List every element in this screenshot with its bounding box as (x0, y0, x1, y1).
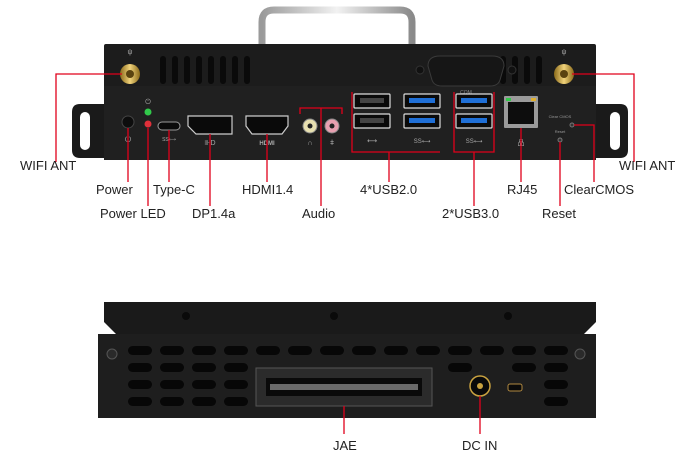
rear-panel (98, 302, 596, 418)
type-c-port[interactable] (157, 121, 181, 131)
label-type-c: Type-C (153, 182, 195, 197)
rear-small-port (507, 383, 523, 392)
label-reset: Reset (542, 206, 576, 221)
usb3-ports-middle[interactable]: SS⟷ (403, 93, 441, 145)
label-clearcmos: ClearCMOS (564, 182, 635, 197)
com-port-cover: COM (415, 55, 517, 96)
label-jae: JAE (333, 438, 357, 453)
rear-vent-slots (128, 346, 568, 406)
hdmi-port[interactable] (245, 115, 289, 135)
clear-cmos-mark: Clear CMOS (549, 114, 572, 119)
label-rj45: RJ45 (507, 182, 538, 197)
reset-mark: Reset (555, 129, 566, 134)
label-power: Power (96, 182, 133, 197)
displayport-port[interactable] (187, 115, 233, 135)
com-text: COM (460, 90, 472, 96)
rj45-port[interactable]: 品 (504, 96, 538, 147)
label-wifi-ant-right: WIFI ANT (619, 158, 676, 173)
svg-text:ǂ: ǂ (330, 140, 334, 147)
label-dp: DP1.4a (192, 206, 236, 221)
leader-lines-bottom (343, 396, 481, 434)
jae-connector[interactable] (255, 367, 433, 407)
power-button[interactable] (121, 115, 135, 129)
svg-text:ψ: ψ (128, 49, 133, 56)
usb2-ports[interactable]: ⟷ (353, 93, 391, 145)
clear-cmos-button[interactable] (569, 122, 575, 128)
svg-text:SS⟷: SS⟷ (414, 139, 431, 145)
audio-jacks[interactable]: ∩ ǂ (302, 118, 340, 147)
svg-text:⏻: ⏻ (145, 98, 151, 106)
power-led-red (144, 120, 152, 128)
front-panel: COM ψ ψ ⏻ ⏻ SS⟷ ⊪D HDMI (72, 6, 628, 160)
label-audio: Audio (302, 206, 336, 221)
vent-slots-left (160, 56, 250, 84)
label-hdmi: HDMI1.4 (242, 182, 294, 197)
dc-in-jack[interactable] (469, 375, 491, 397)
usb3-ports-right[interactable]: SS⟷ (455, 93, 493, 145)
power-led-green (144, 108, 152, 116)
leader-lines-top (55, 73, 635, 206)
svg-text:∩: ∩ (307, 140, 312, 147)
label-usb3: 2*USB3.0 (442, 206, 500, 221)
svg-text:⟷: ⟷ (367, 138, 377, 145)
wifi-antenna-connector-right: ψ (554, 49, 574, 84)
svg-text:ψ: ψ (562, 49, 567, 56)
label-dc-in: DC IN (462, 438, 498, 453)
label-wifi-ant-left: WIFI ANT (20, 158, 77, 173)
reset-button[interactable] (557, 137, 563, 143)
svg-text:SS⟷: SS⟷ (466, 139, 483, 145)
wifi-antenna-connector-left: ψ (120, 49, 140, 84)
carry-handle (258, 6, 416, 54)
label-power-led: Power LED (100, 206, 166, 221)
label-usb2: 4*USB2.0 (360, 182, 418, 197)
